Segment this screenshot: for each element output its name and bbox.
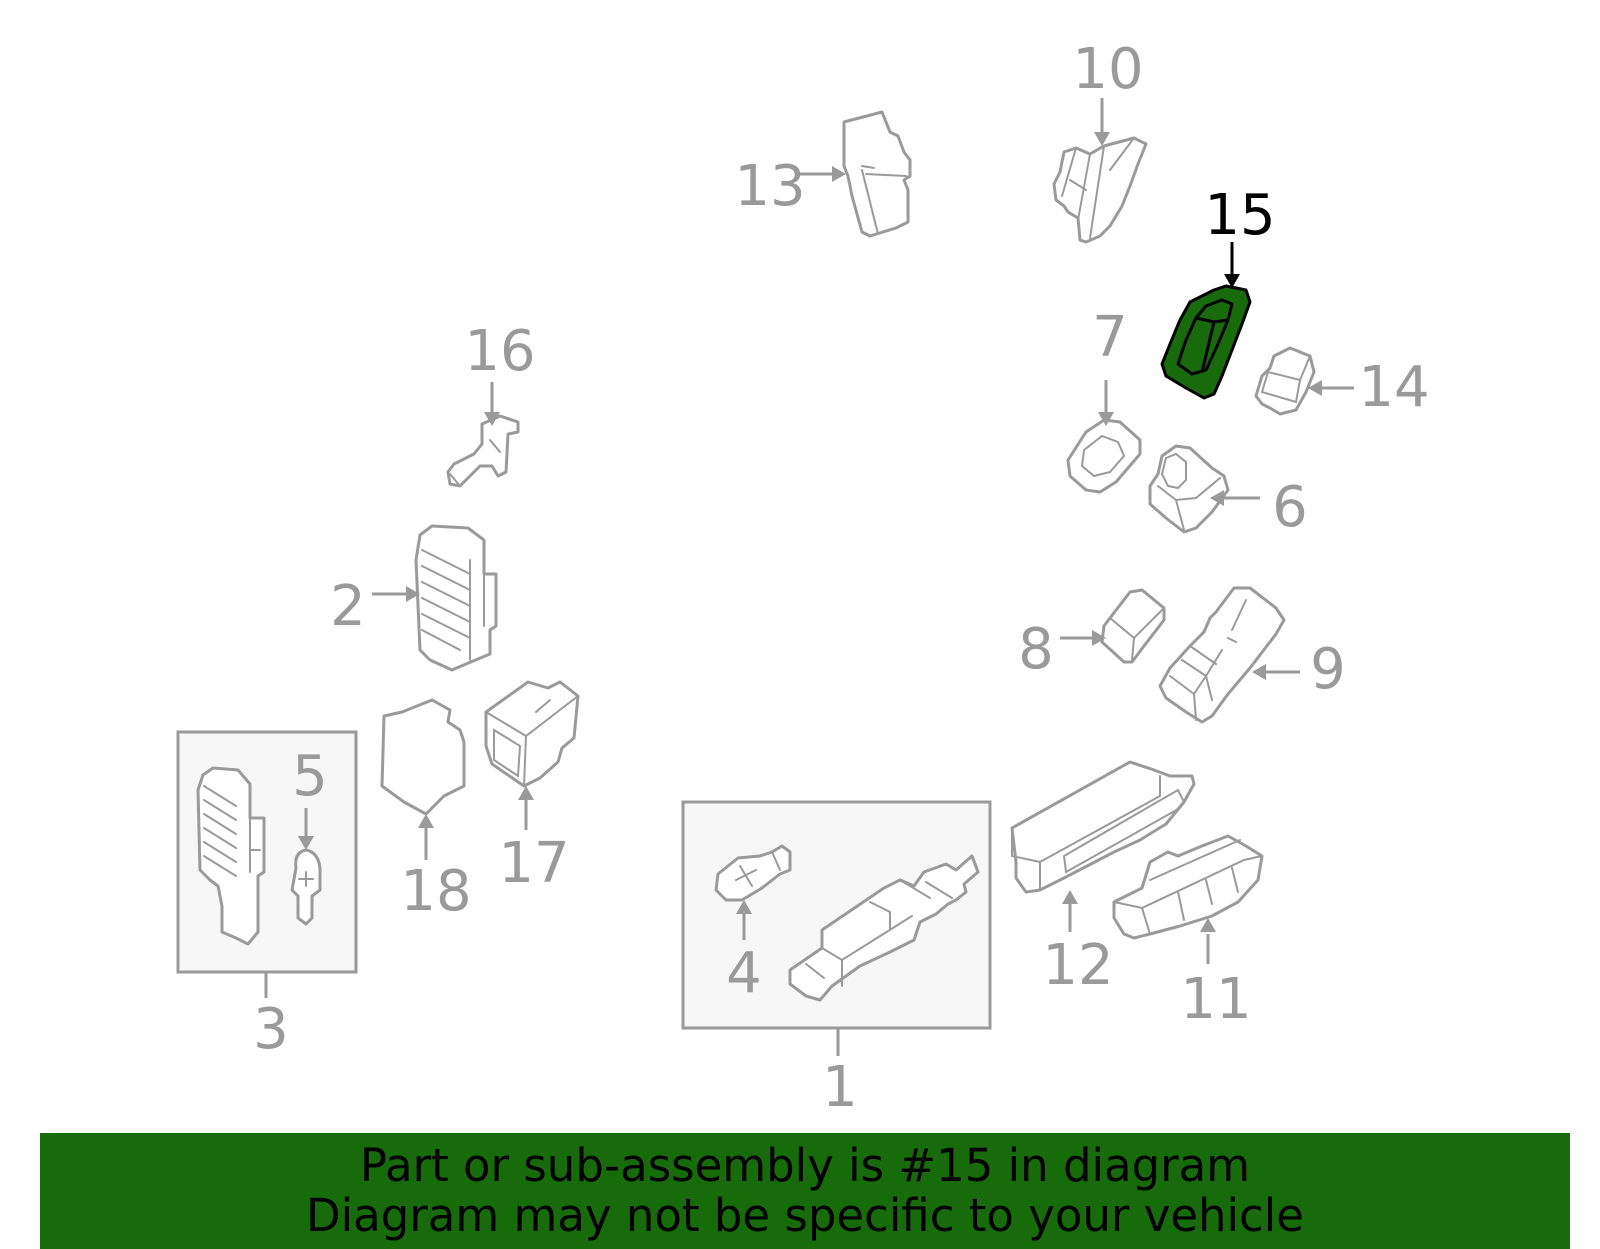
callout-17: 17	[498, 831, 569, 896]
part-11	[1112, 834, 1264, 940]
part-8	[1100, 588, 1166, 664]
part-12	[1010, 760, 1196, 894]
part-9	[1158, 586, 1286, 724]
part-group-3	[176, 730, 358, 974]
callout-1: 1	[822, 1055, 858, 1120]
part-10	[1052, 136, 1148, 244]
callout-10: 10	[1072, 37, 1143, 102]
part-18	[380, 698, 466, 816]
callout-13: 13	[734, 154, 805, 219]
callout-16: 16	[464, 319, 535, 384]
part-2	[414, 524, 498, 672]
part-17	[484, 680, 580, 788]
callout-5: 5	[292, 744, 328, 809]
banner-line-1: Part or sub-assembly is #15 in diagram	[359, 1139, 1251, 1192]
callout-7: 7	[1092, 305, 1128, 370]
callout-4: 4	[726, 941, 762, 1006]
callout-8: 8	[1018, 617, 1054, 682]
callout-14: 14	[1358, 355, 1429, 420]
callout-12: 12	[1042, 933, 1113, 998]
part-15	[1160, 284, 1252, 400]
info-banner: Part or sub-assembly is #15 in diagram D…	[40, 1133, 1570, 1249]
callout-3: 3	[253, 997, 289, 1062]
callout-15: 15	[1204, 183, 1275, 248]
info-banner-bg	[40, 1133, 1570, 1249]
callout-18: 18	[400, 859, 471, 924]
part-7	[1066, 418, 1142, 494]
callout-6: 6	[1272, 475, 1308, 540]
part-13	[842, 110, 912, 238]
callout-11: 11	[1180, 967, 1251, 1032]
callout-2: 2	[330, 574, 366, 639]
part-14	[1254, 346, 1316, 416]
banner-line-2: Diagram may not be specific to your vehi…	[306, 1189, 1304, 1242]
callout-9: 9	[1310, 637, 1346, 702]
part-6	[1148, 444, 1230, 534]
part-16	[446, 414, 520, 488]
